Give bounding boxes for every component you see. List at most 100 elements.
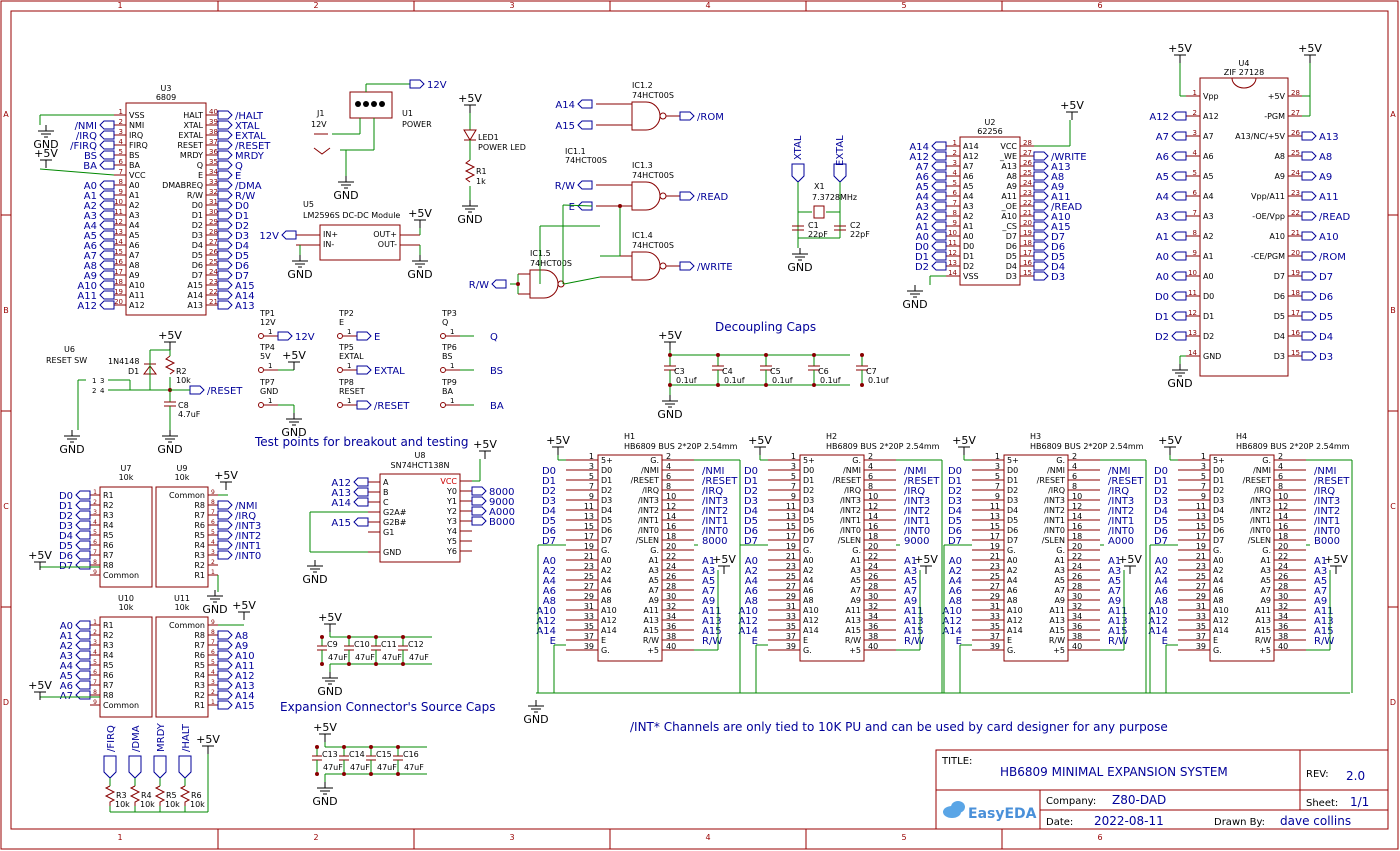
net-flag: [217, 250, 233, 260]
pin-name: R/W: [187, 191, 203, 200]
pin-name: A2: [963, 212, 974, 221]
net-label: A11: [1319, 192, 1339, 203]
net-label: A6: [1156, 152, 1169, 163]
gnd-label: GND: [157, 443, 182, 456]
net-flag: [217, 190, 233, 200]
gnd-label: GND: [902, 298, 927, 311]
u5-pin: IN+: [323, 230, 338, 239]
pin-name: A7: [129, 251, 140, 260]
header-ref: H4: [1236, 432, 1247, 441]
net-flag: [217, 690, 233, 700]
pin-number: 26: [1023, 159, 1032, 167]
pin-name: A5: [963, 182, 974, 191]
xtal-net: XTAL: [793, 135, 804, 160]
net-label: /HALT: [235, 111, 264, 122]
net-flag: [1171, 171, 1187, 181]
tp-net: /RESET: [374, 401, 410, 412]
pin-name: A12: [1213, 616, 1229, 625]
junction-dot: [812, 353, 816, 357]
pin-name: G1: [383, 528, 394, 537]
net-label: A0: [916, 232, 929, 243]
vcc-label: +5V: [712, 553, 736, 566]
net-flag: [1301, 171, 1317, 181]
pin-name: D1: [1203, 312, 1214, 321]
pin-number: 21: [1196, 552, 1206, 561]
pin-number: 33: [786, 612, 796, 621]
net-flag: [99, 200, 115, 210]
pin-name: D4: [1274, 332, 1285, 341]
bus-net: D7: [542, 536, 556, 547]
junction-dot: [401, 662, 405, 666]
pin-name: D3: [192, 231, 203, 240]
pin-number: 40: [868, 642, 878, 651]
pin-number: 23: [1196, 562, 1206, 571]
pin-number: 3: [211, 679, 215, 686]
pin-number: 11: [114, 208, 123, 216]
net-label: A4: [60, 661, 73, 672]
pin-number: 13: [584, 512, 594, 521]
net-label: A12: [77, 301, 97, 312]
pin-number: 25: [584, 572, 594, 581]
pin-number: 20: [1023, 219, 1032, 227]
pin-name: R3: [194, 681, 205, 690]
pin-name: A15: [187, 281, 203, 290]
pin-name: E: [803, 636, 808, 645]
net-label: A9: [235, 641, 248, 652]
pin-name: D0: [601, 466, 612, 475]
pin-name: G.: [1056, 456, 1065, 465]
pin-number: 14: [666, 512, 676, 521]
pin-number: 8: [211, 499, 215, 506]
bus-net: D6: [744, 526, 758, 537]
tp-ref: TP8: [338, 378, 354, 387]
grid-col-top: 1: [117, 1, 122, 10]
net-flag: [217, 260, 233, 270]
net-flag: [1301, 351, 1317, 361]
gnd-label: GND: [657, 408, 682, 421]
pin-name: R8: [103, 691, 114, 700]
pin-name: G2A#: [383, 508, 407, 517]
bus-net: A3: [904, 566, 917, 577]
pin-number: 11: [1188, 289, 1197, 297]
net-flag: [931, 161, 947, 171]
pin-name: A15: [845, 626, 861, 635]
pin-number: 38: [1278, 632, 1288, 641]
net-label: D4: [235, 241, 249, 252]
pin-name: G.: [803, 646, 812, 655]
junction-dot: [315, 772, 319, 776]
gate-wire: [563, 276, 601, 285]
pin-number: 18: [1072, 532, 1082, 541]
pin-name: A2: [601, 566, 612, 575]
bus-net: /INT0: [904, 526, 930, 537]
junction-dot: [369, 772, 373, 776]
pin-name: +5V: [1268, 92, 1286, 101]
pin-name: D4: [1006, 262, 1017, 271]
pin-name: /INT1: [1250, 516, 1271, 525]
pin-name: A12: [803, 616, 819, 625]
pin-name: A7: [963, 162, 974, 171]
d1-ref: D1: [128, 367, 139, 376]
gnd-label: GND: [317, 685, 342, 698]
tp-net: 12V: [295, 332, 315, 343]
grid-row-right: B: [1390, 306, 1396, 315]
tp-pin: 1: [450, 362, 454, 370]
net-label: A0: [84, 181, 97, 192]
pin-number: 9: [995, 492, 1000, 501]
net-label: A15: [235, 701, 255, 712]
pin-number: 2: [211, 559, 215, 566]
pin-number: 10: [948, 229, 957, 237]
pin-number: 14: [1188, 349, 1197, 357]
net-flag: [217, 700, 233, 710]
pin-name: R8: [194, 631, 205, 640]
pin-number: 5: [93, 529, 97, 536]
pin-name: /INT1: [638, 516, 659, 525]
header-4-body: [1209, 454, 1275, 662]
vcc-label: +5V: [914, 553, 938, 566]
bus-net: A0: [1155, 556, 1168, 567]
pin-name: A10: [803, 606, 819, 615]
net-flag: [217, 530, 233, 540]
net-flag: [217, 170, 233, 180]
pin-name: D6: [192, 261, 203, 270]
net-flag: [931, 201, 947, 211]
net-flag: [1301, 191, 1317, 201]
pin-number: 15: [1196, 522, 1206, 531]
